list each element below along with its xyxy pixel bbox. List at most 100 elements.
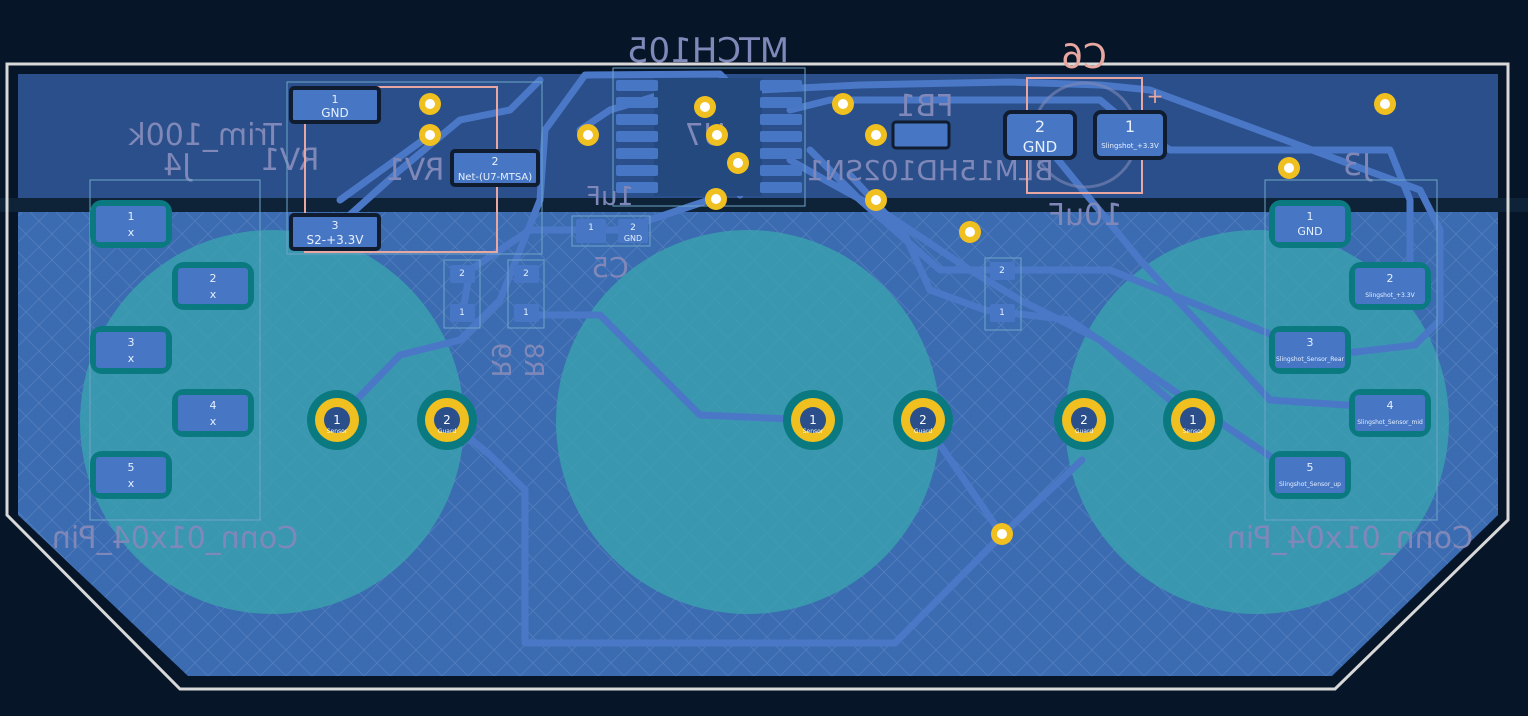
track-left-up[interactable] [329,76,544,234]
via[interactable] [1374,93,1396,115]
svg-text:2: 2 [459,269,465,279]
via[interactable] [419,93,441,115]
u7-pin[interactable] [616,80,658,91]
track-left-up2[interactable] [336,131,434,204]
svg-text:2: 2 [523,269,529,279]
u7-pin[interactable] [760,131,802,142]
c6-pad-1[interactable]: 1 Slingshot_+3.3V [1093,110,1167,160]
silk-r8: R8 [518,343,548,378]
j3-pin-num: 2 [1387,272,1394,285]
sensor-pad-num: 2 [443,413,451,427]
u7-pin[interactable] [616,182,658,193]
track-left-sensor[interactable] [333,70,749,424]
j4-pin-2[interactable]: 2x [172,262,254,310]
j4-pin-num: 3 [128,336,135,349]
fb1-small-pads[interactable]: 2 1 [984,257,1022,331]
u7-pin[interactable] [616,114,658,125]
u7-pin[interactable] [760,114,802,125]
j4-pin-num: 4 [210,399,217,412]
silk-trim: Trim_100k [128,118,283,153]
j3-pin-net: Slingshot_Sensor_mid [1357,419,1423,426]
via[interactable] [419,124,441,146]
silk-r9: R9 [485,343,515,378]
via[interactable] [959,221,981,243]
vias[interactable] [419,93,1396,545]
via[interactable] [706,124,728,146]
silk-j4: J4 [163,148,193,183]
silk-c6: C6 [1061,37,1106,77]
u7-pads-left [616,80,658,193]
u7-pin[interactable] [616,97,658,108]
u7-pin[interactable] [760,80,802,91]
silk-j3: J3 [1343,148,1373,183]
j4-pin-net: x [210,415,217,428]
j4-pin-1[interactable]: 1x [90,200,172,248]
u7-pin[interactable] [616,148,658,159]
sensor-pad-net: Sensor [327,428,348,435]
sensor-pad-num: 2 [919,413,927,427]
u7-pin[interactable] [616,165,658,176]
sensor-keepout-center[interactable] [556,230,940,614]
via[interactable] [577,124,599,146]
u7-pin[interactable] [760,165,802,176]
u7-pin[interactable] [616,131,658,142]
rv1-pad-1[interactable]: 1 GND [289,86,381,124]
sensor-pad-num: 1 [333,413,341,427]
track-top-1[interactable] [756,78,1444,359]
u7-pin[interactable] [760,182,802,193]
rv1-pad-3[interactable]: 3 S2-+3.3V [289,213,381,251]
track-mid-2[interactable] [846,171,1294,474]
via[interactable] [694,96,716,118]
via[interactable] [705,188,727,210]
silk-mtch105: MTCH105 [627,31,789,71]
u7-pin[interactable] [760,148,802,159]
track-top-2[interactable] [786,96,1414,289]
rv1-pad-2[interactable]: 2 Net-(U7-MTSA) [450,149,540,187]
sensor-pad-num: 2 [1080,413,1088,427]
r9-pads[interactable]: 2 1 [443,259,481,329]
via[interactable] [865,124,887,146]
j4-pin-net: x [128,477,135,490]
j4-pin-4[interactable]: 4x [172,389,254,437]
j4-pin-net: x [128,352,135,365]
via[interactable] [991,523,1013,545]
sensor-pad-net: Sensor [803,428,824,435]
silk-1uf: 1uF [586,182,634,212]
j4-pin-3[interactable]: 3x [90,326,172,374]
j4-pin-net: x [128,226,135,239]
j4-pin-num: 5 [128,461,135,474]
j3-pin-net: Slingshot_Sensor_up [1279,481,1341,488]
c5-pads[interactable]: 1 2 GND [571,215,651,247]
sensor-keepout-right[interactable] [1065,230,1449,614]
j4-pin-5[interactable]: 5x [90,451,172,499]
via[interactable] [727,152,749,174]
track-mid-3[interactable] [1046,146,1424,414]
sensor-pad-net: Guard [438,428,456,435]
c6-pad-2[interactable]: 2 GND [1003,110,1077,160]
svg-text:Slingshot_+3.3V: Slingshot_+3.3V [1101,142,1159,150]
r8-pads[interactable]: 2 1 [507,259,545,329]
u7-pin[interactable] [760,97,802,108]
fb1-pad[interactable] [891,120,951,150]
board-outline[interactable] [5,62,1510,691]
via[interactable] [865,189,887,211]
sensor-keepout-left[interactable] [80,230,464,614]
track-center-sensor[interactable] [526,311,817,424]
via[interactable] [1278,157,1300,179]
via[interactable] [832,93,854,115]
